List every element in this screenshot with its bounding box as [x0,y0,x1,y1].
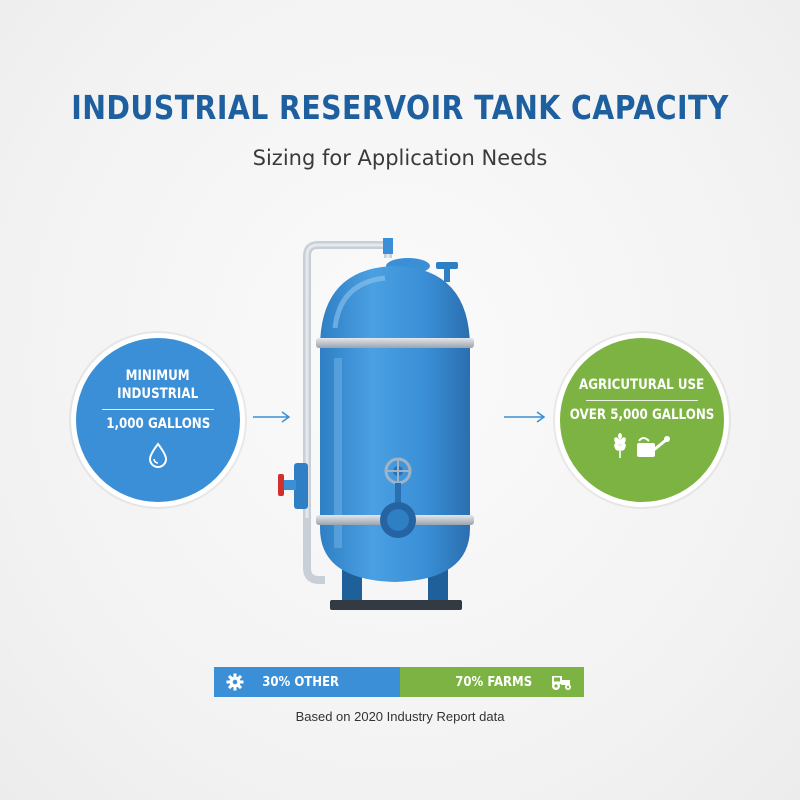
farms-share-segment: 70% FARMS [400,667,584,697]
agricultural-use-value: OVER 5,000 GALLONS [569,407,715,423]
left-circle-divider [102,409,214,410]
agricultural-use-label: AGRICUTURAL USE [579,377,705,393]
watering-can-icon [633,435,671,464]
source-note: Based on 2020 Industry Report data [295,709,505,724]
agricultural-use-circle: AGRICUTURAL USE OVER 5,000 GALLONS [555,333,729,507]
other-share-segment: 30% OTHER [214,667,400,697]
other-share-label: 30% OTHER [262,674,340,690]
usage-split-bar: 30% OTHER 70% FARMS [214,667,584,697]
farms-share-label: 70% FARMS [454,674,532,690]
wheat-icon [613,433,627,464]
water-drop-icon [148,442,168,473]
arrow-right-icon [503,410,547,429]
agriculture-icons [613,433,671,464]
page-subtitle: Sizing for Application Needs [252,146,548,170]
minimum-industrial-label-line2: INDUSTRIAL [117,386,199,402]
reservoir-tank-illustration [278,238,474,610]
tractor-icon [548,673,574,691]
arrow-right-icon [252,410,292,429]
page-title: INDUSTRIAL RESERVOIR TANK CAPACITY [71,88,729,127]
minimum-industrial-value: 1,000 GALLONS [105,416,211,432]
gear-icon [226,673,244,691]
minimum-industrial-label-line1: MINIMUM [125,368,191,384]
right-circle-divider [586,400,698,401]
minimum-industrial-circle: MINIMUM INDUSTRIAL 1,000 GALLONS [71,333,245,507]
